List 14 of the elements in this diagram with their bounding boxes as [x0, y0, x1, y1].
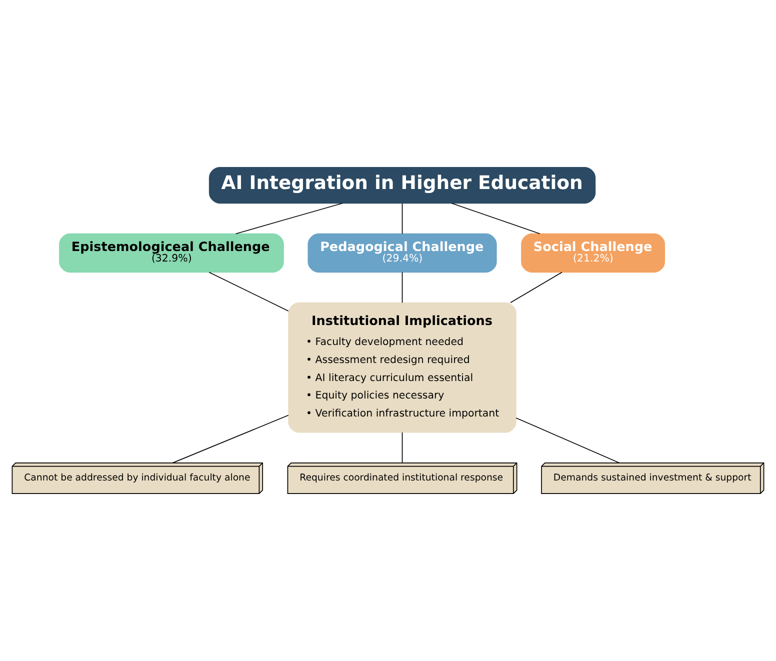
connector — [516, 418, 620, 464]
connector — [451, 202, 540, 234]
connector — [510, 272, 562, 304]
connector — [402, 203, 403, 234]
connector — [235, 202, 343, 234]
node-box: Pedagogical Challenge (29.4%) — [308, 233, 497, 273]
connector — [402, 272, 403, 304]
connector — [208, 272, 289, 312]
node-box: Epistemologiceal Challenge (32.9%) — [59, 233, 284, 273]
node-box: Social Challenge (21.2%) — [521, 233, 665, 273]
node-box: AI Integration in Higher Education — [208, 166, 596, 204]
connector — [172, 414, 289, 464]
connector — [402, 432, 403, 464]
node-box: Institutional Implications • Faculty development needed • Assessment redesign required • AI literacy curriculum essential • Equity policies necessary • Verification infrastructure important — [288, 302, 516, 433]
